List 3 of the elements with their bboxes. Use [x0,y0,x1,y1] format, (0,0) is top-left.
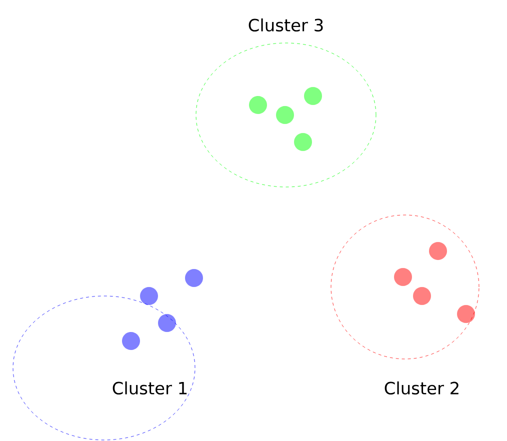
cluster-label: Cluster 3 [248,18,323,32]
cluster-label: Cluster 2 [384,381,458,395]
cluster-label: Cluster 1 [112,381,187,395]
